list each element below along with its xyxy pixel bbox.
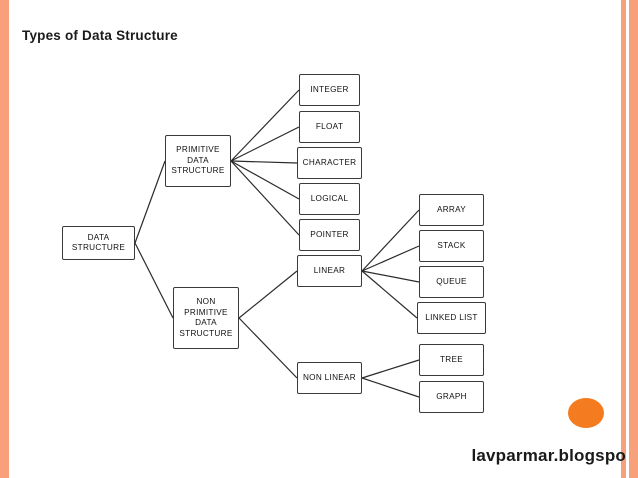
tree-node-linear: LINEAR <box>297 255 362 287</box>
tree-node-tree: TREE <box>419 344 484 376</box>
tree-node-linkedlist: LINKED LIST <box>417 302 486 334</box>
tree-node-float: FLOAT <box>299 111 360 143</box>
edge-primitive-to-pointer <box>230 160 300 236</box>
edge-linear-to-array <box>361 209 420 272</box>
tree-node-nonlinear: NON LINEAR <box>297 362 362 394</box>
edge-nonprimitive-to-nonlinear <box>238 317 298 379</box>
tree-node-nonprimitive: NON PRIMITIVE DATA STRUCTURE <box>173 287 239 349</box>
tree-node-queue: QUEUE <box>419 266 484 298</box>
edge-nonlinear-to-graph <box>361 377 420 398</box>
footer-watermark: lavparmar.blogspo <box>471 446 626 465</box>
edge-root-to-nonprimitive <box>134 242 174 319</box>
left-accent-inner-gap <box>9 0 12 478</box>
edge-linear-to-queue <box>361 270 420 283</box>
tree-node-graph: GRAPH <box>419 381 484 413</box>
edge-nonprimitive-to-linear <box>238 270 298 319</box>
decorative-orange-circle <box>568 398 604 428</box>
left-accent-bar <box>0 0 9 478</box>
edge-root-to-primitive <box>134 160 166 244</box>
page-title: Types of Data Structure <box>22 28 178 43</box>
tree-node-character: CHARACTER <box>297 147 362 179</box>
right-accent-inner-bar <box>621 0 626 478</box>
edge-nonlinear-to-tree <box>361 359 420 379</box>
tree-node-pointer: POINTER <box>299 219 360 251</box>
tree-node-root: DATA STRUCTURE <box>62 226 135 260</box>
tree-node-logical: LOGICAL <box>299 183 360 215</box>
right-accent-inner-gap <box>626 0 629 478</box>
edge-primitive-to-logical <box>230 160 300 200</box>
tree-node-primitive: PRIMITIVE DATA STRUCTURE <box>165 135 231 187</box>
edge-primitive-to-float <box>230 126 300 162</box>
edge-primitive-to-integer <box>230 89 300 162</box>
edge-linear-to-stack <box>361 245 420 272</box>
right-accent-bar <box>629 0 638 478</box>
tree-node-stack: STACK <box>419 230 484 262</box>
edge-linear-to-linkedlist <box>361 270 418 319</box>
tree-node-array: ARRAY <box>419 194 484 226</box>
edge-primitive-to-character <box>230 160 298 164</box>
tree-node-integer: INTEGER <box>299 74 360 106</box>
